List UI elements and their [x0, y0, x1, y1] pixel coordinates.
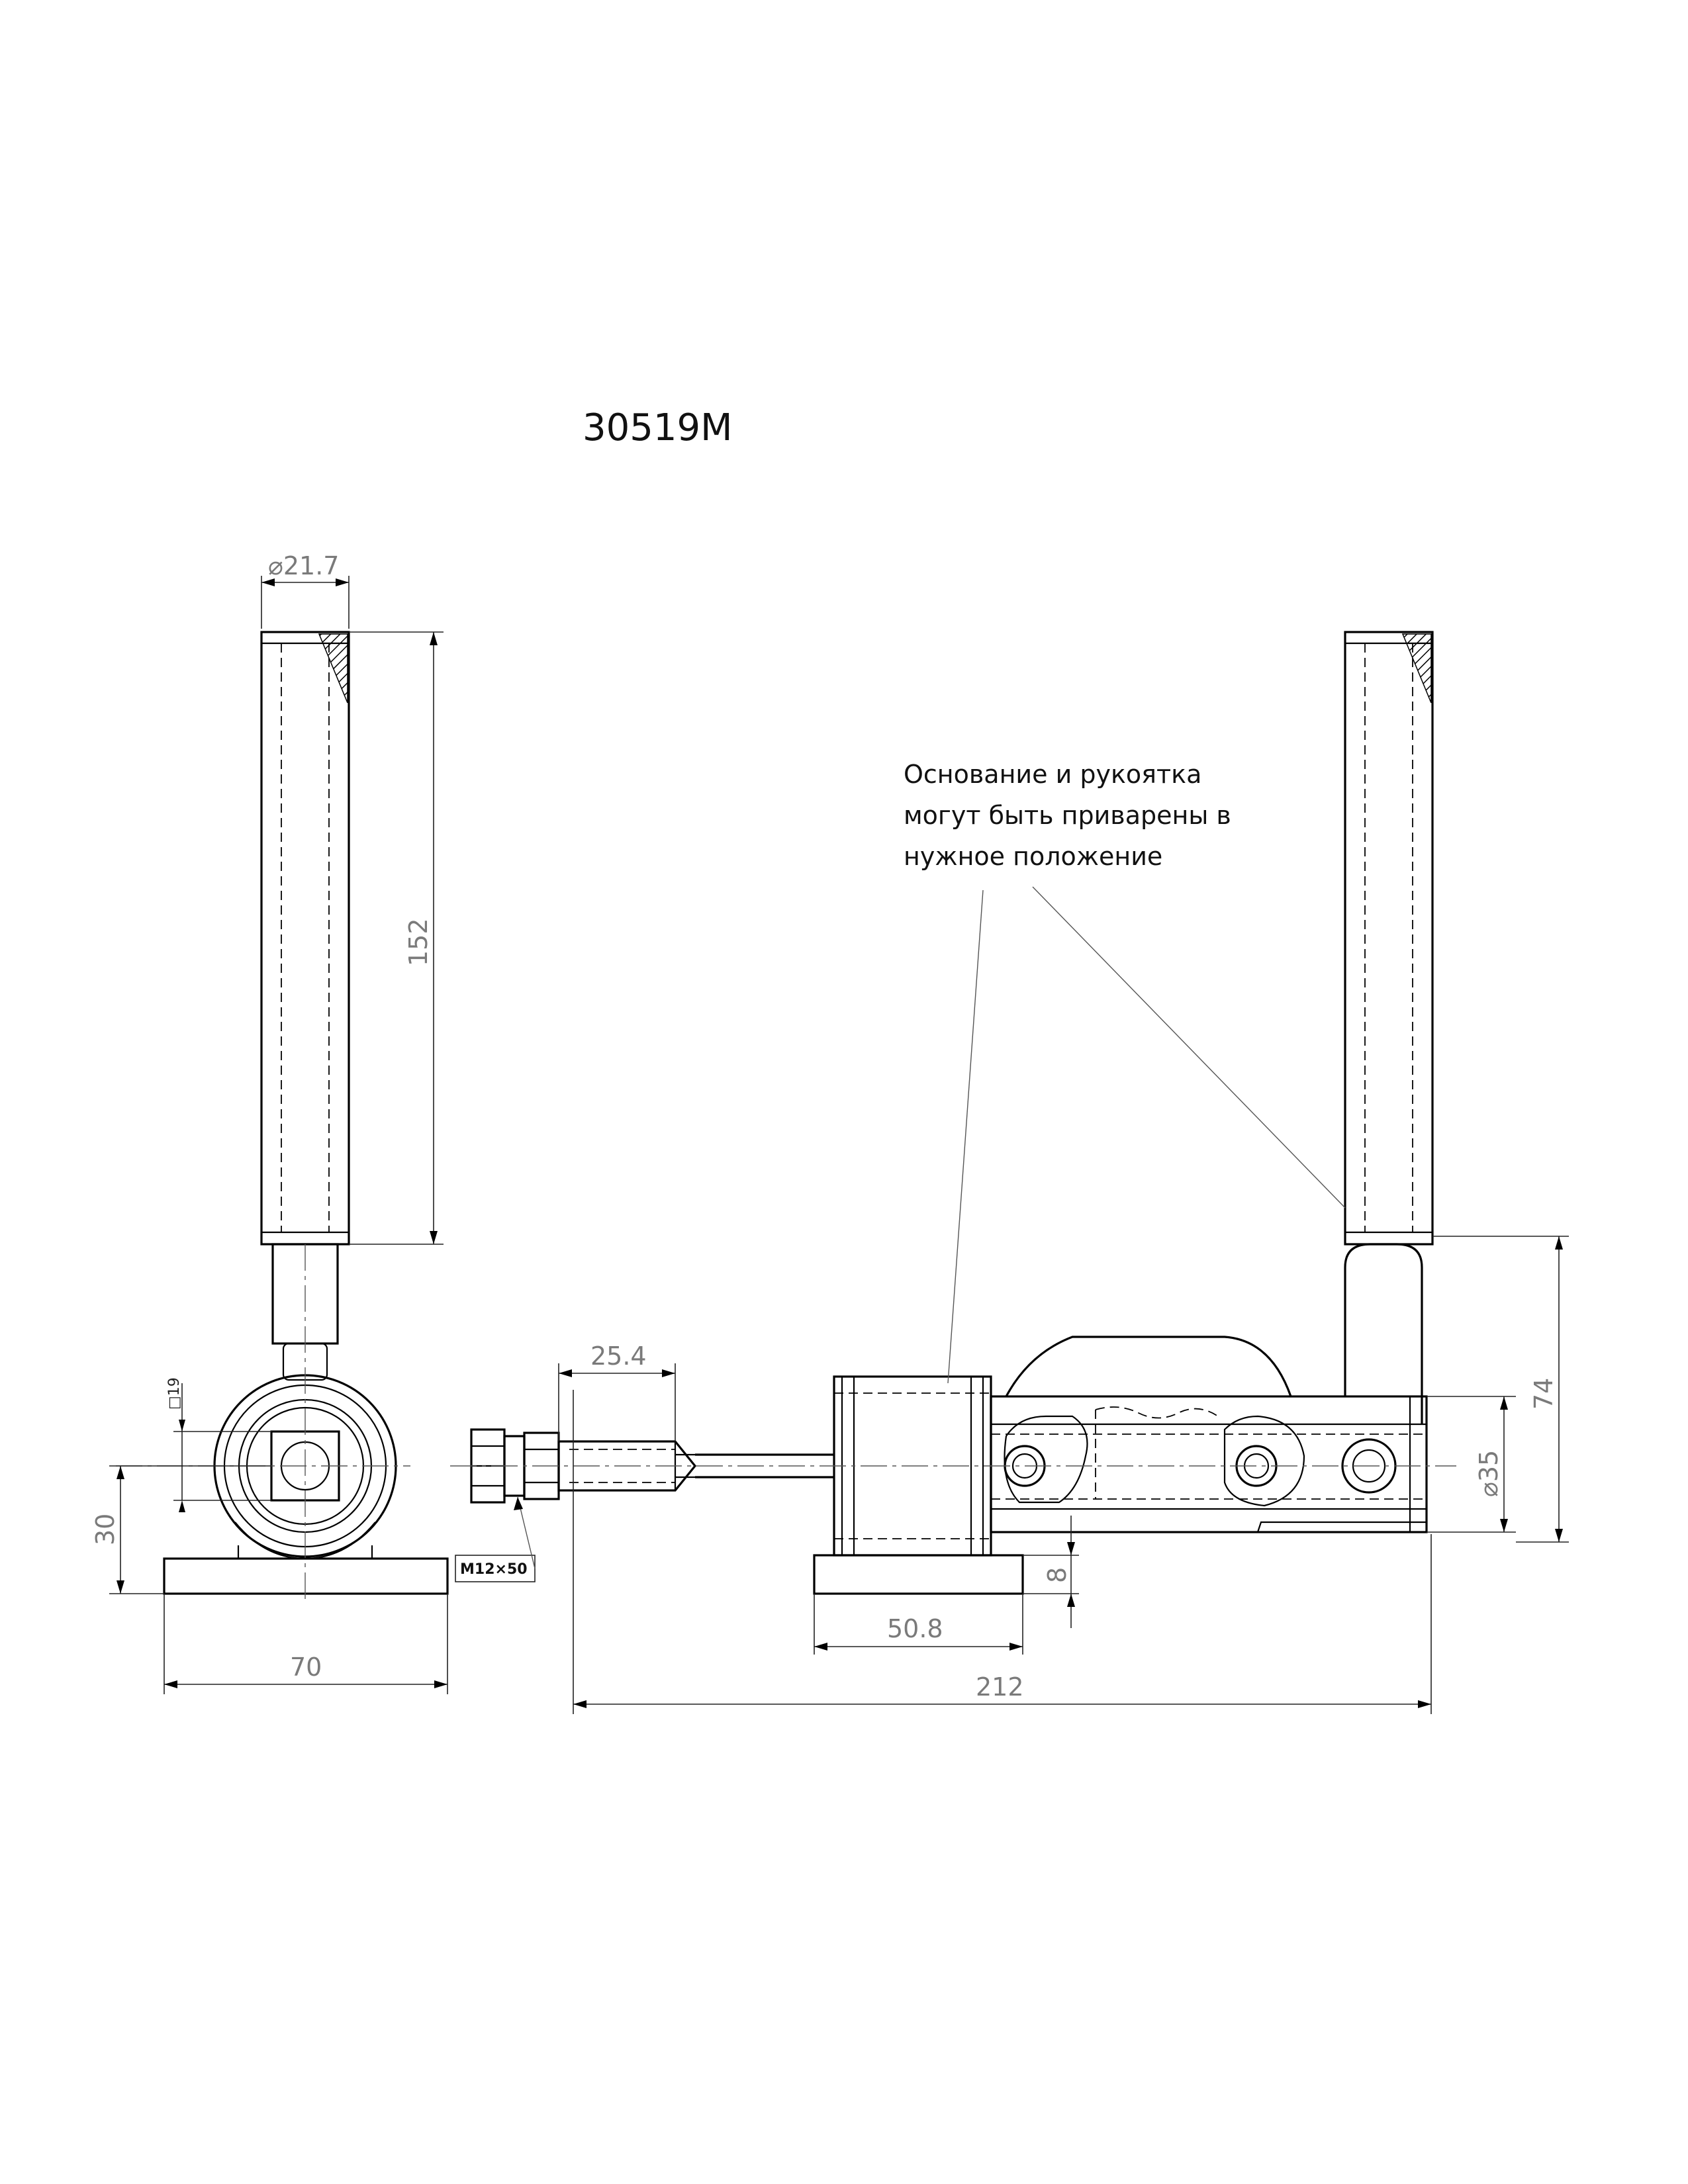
side-view-dimensions: ⌀21.7 152 □19 30 70 [91, 551, 448, 1694]
dim-base-length: 50.8 [887, 1614, 943, 1643]
dim-base-thickness: 8 [1043, 1567, 1072, 1583]
dim-square: □19 [166, 1377, 183, 1410]
dim-overall-length: 212 [976, 1672, 1024, 1702]
front-knurl-hatch [1401, 633, 1432, 704]
dim-center-height: 30 [91, 1514, 120, 1545]
weld-note: Основание и рукоятка могут быть приварен… [904, 760, 1346, 1384]
part-number: 30519M [583, 406, 732, 449]
note-leader-1 [947, 889, 984, 1384]
front-view-dimensions: 25.4 M12×50 8 50.8 212 ⌀35 [455, 1236, 1569, 1714]
threaded-tip [557, 1440, 697, 1492]
note-leader-2 [1032, 886, 1346, 1208]
front-base-plate [813, 1554, 1024, 1595]
dim-handle-length: 152 [404, 918, 433, 966]
handle-grip [260, 631, 350, 1246]
side-base-plate [163, 1557, 449, 1595]
toggle-link [1005, 1336, 1292, 1397]
main-body [990, 1395, 1428, 1533]
knurl-hatch [318, 633, 348, 704]
note-line-2: могут быть приварены в [904, 801, 1231, 830]
side-view [116, 631, 449, 1602]
note-line-1: Основание и рукоятка [904, 760, 1201, 789]
dim-body-diameter: ⌀35 [1474, 1450, 1503, 1497]
note-line-3: нужное положение [904, 842, 1162, 871]
dim-thread-length: 25.4 [590, 1342, 647, 1371]
front-view [450, 631, 1456, 1595]
dim-handle-height: 74 [1529, 1378, 1558, 1410]
dim-handle-diameter: ⌀21.7 [268, 551, 340, 580]
dim-base-width: 70 [290, 1653, 322, 1682]
callout-screw: M12×50 [460, 1561, 528, 1578]
front-handle-grip [1344, 631, 1434, 1246]
